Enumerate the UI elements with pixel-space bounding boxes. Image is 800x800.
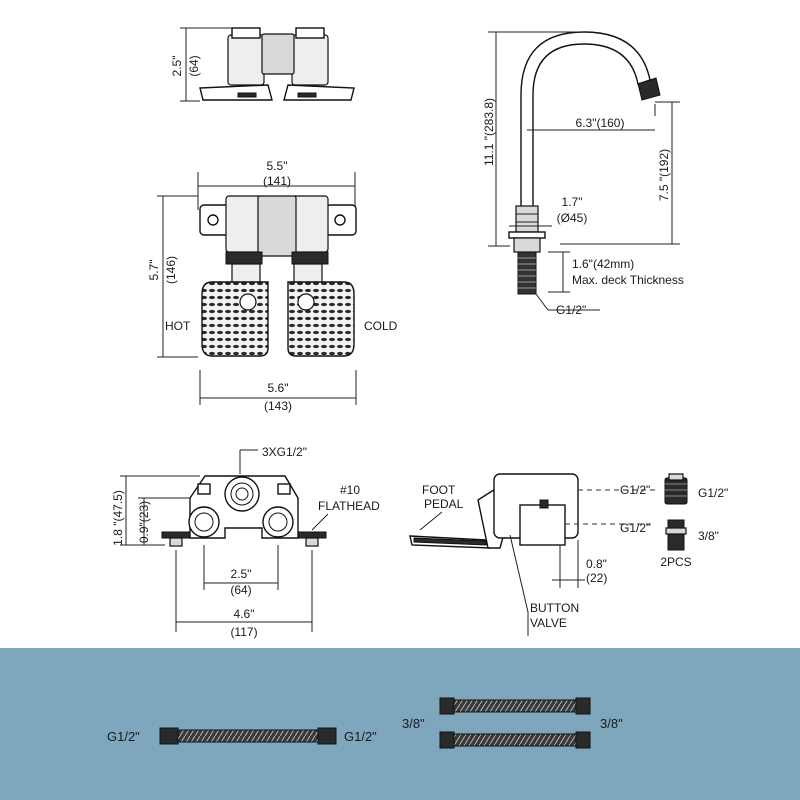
valve-ports-label: 3XG1/2" [262,445,307,459]
front-height-mm: (146) [164,256,178,284]
faucet-view: 11.1 "(283.8) 6.3"(160) 7.5 "(192) 1.7" … [482,31,684,317]
faucet-reach: 6.3"(160) [576,116,625,130]
screw-type: FLATHEAD [318,499,380,513]
base-diameter-in: 1.7" [562,195,583,209]
faucet-height: 11.1 "(283.8) [482,98,496,166]
adapter-bottom-label: 3/8" [698,529,719,543]
top-height-mm: (64) [187,55,201,76]
adapter-qty: 2PCS [660,555,691,569]
valve-body-view: 3XG1/2" #10 FLATHEAD 1.8 "(47.5) 0.9"(23… [111,445,380,639]
base-diameter-mm: (Ø45) [557,211,588,225]
hose-single-right: G1/2" [344,729,377,744]
side-port-bottom: G1/2" [620,521,650,535]
port-spacing-mm: (64) [230,583,251,597]
pedal-label: PEDAL [424,497,464,511]
hose-single: G1/2" G1/2" [107,727,377,745]
faucet-thread: G1/2" [556,303,586,317]
adapter-top-label: G1/2" [698,486,728,500]
valve-height-total: 1.8 "(47.5) [111,490,125,546]
cold-label: COLD [364,319,398,333]
deck-note: Max. deck Thickness [572,273,684,287]
front-view: 5.5" (141) 5.7" (146) HOT COLD [147,159,398,413]
top-view: 2.5" (64) [170,27,355,102]
valve-height-port: 0.9"(23) [137,501,151,543]
pedal-width-in: 5.6" [268,381,289,395]
port-spacing-in: 2.5" [231,567,252,581]
deck-thickness: 1.6"(42mm) [572,257,634,271]
button-label: BUTTON [530,601,579,615]
side-view: FOOT PEDAL G1/2" G1/2" 0.8" (22) BUTTON … [409,473,655,636]
valve-width-mm: (117) [230,625,257,639]
pedal-width-mm: (143) [264,399,292,413]
accessory-band [0,648,800,800]
hose-pair: 3/8" 3/8" [402,697,623,749]
faucet-spout-height: 7.5 "(192) [657,149,671,201]
adapters: G1/2" 3/8" 2PCS [660,473,728,569]
front-width-mm: (141) [263,174,291,188]
hot-label: HOT [165,319,191,333]
top-height-in: 2.5" [170,56,184,77]
hose-pair-left: 3/8" [402,716,425,731]
screw-number: #10 [340,483,360,497]
side-depth-in: 0.8" [586,557,607,571]
front-width-in: 5.5" [267,159,288,173]
valve-width-in: 4.6" [234,607,255,621]
side-port-top: G1/2" [620,483,650,497]
side-depth-mm: (22) [586,571,607,585]
valve-label: VALVE [530,616,567,630]
hose-single-left: G1/2" [107,729,140,744]
foot-label: FOOT [422,483,456,497]
front-height-in: 5.7" [147,260,161,281]
hose-pair-right: 3/8" [600,716,623,731]
